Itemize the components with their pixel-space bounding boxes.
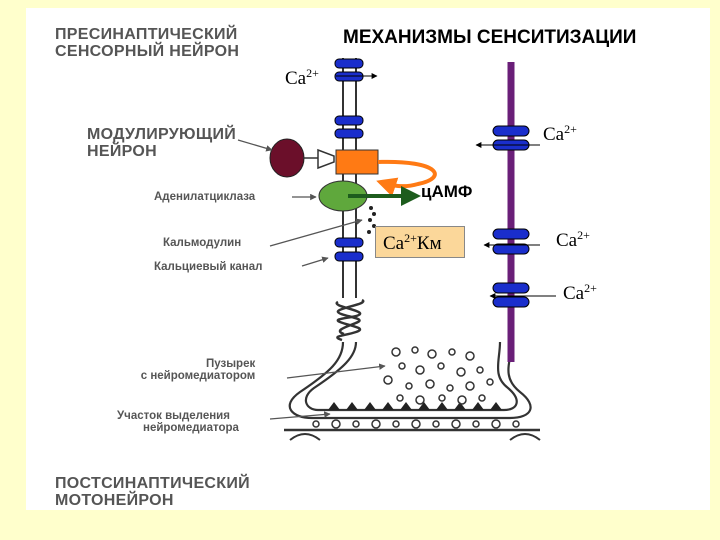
ca-ion-top-charge: 2+ <box>306 66 319 80</box>
diagram-title: МЕХАНИЗМЫ СЕНСИТИЗАЦИИ <box>343 27 637 48</box>
ca-calmodulin-label: Ca2+Км <box>383 231 442 255</box>
receptor <box>335 149 379 175</box>
ca-ion-top-base: Ca <box>285 68 307 89</box>
calcium-channels-presynaptic <box>334 58 364 262</box>
vesicle-label-line2: с нейромедиатором <box>140 370 256 383</box>
ca-calmodulin-box: Ca2+Км <box>375 226 465 258</box>
modulating-label-line2: НЕЙРОН <box>87 142 157 160</box>
ca-calmodulin-charge: 2+ <box>404 231 417 245</box>
release-site-label: Участок выделения нейромедиатора <box>117 410 239 434</box>
ca-ion-right-3-base: Ca <box>563 283 585 304</box>
adenylate-cyclase-label: Аденилатциклаза <box>154 191 256 203</box>
vesicles <box>312 346 520 429</box>
presynaptic-label-line2: СЕНСОРНЫЙ НЕЙРОН <box>55 42 240 60</box>
ca-ion-right-1: Ca2+ <box>543 122 577 146</box>
vesicle-label: Пузырек с нейромедиатором <box>141 358 256 382</box>
ca-ion-right-2: Ca2+ <box>556 228 590 252</box>
axon-coil <box>335 298 365 342</box>
calcium-channel-label: Кальциевый канал <box>154 261 263 273</box>
ca-ion-right-1-base: Ca <box>543 124 565 145</box>
calcium-channels-modulating <box>492 125 530 308</box>
presynaptic-label: ПРЕСИНАПТИЧЕСКИЙ СЕНСОРНЫЙ НЕЙРОН <box>55 26 240 61</box>
presynaptic-label-line1: ПРЕСИНАПТИЧЕСКИЙ <box>55 26 238 43</box>
presynaptic-terminal <box>284 341 541 441</box>
ca-ion-right-1-charge: 2+ <box>564 122 577 136</box>
ca-ion-right-3-charge: 2+ <box>584 281 597 295</box>
vesicle-label-line1: Пузырек <box>206 358 256 370</box>
ca-calmodulin-base: Ca <box>383 233 405 254</box>
calmodulin-dots <box>367 206 376 234</box>
ca-ion-right-2-charge: 2+ <box>577 228 590 242</box>
modulating-neuron <box>269 138 335 178</box>
presynaptic-axon <box>342 58 357 298</box>
postsynaptic-label: ПОСТСИНАПТИЧЕСКИЙ МОТОНЕЙРОН <box>55 475 250 510</box>
ion-arrows <box>336 73 556 299</box>
label-pointers <box>237 139 386 420</box>
postsynaptic-label-line1: ПОСТСИНАПТИЧЕСКИЙ <box>55 475 250 492</box>
activation-arrow <box>376 159 437 197</box>
modulating-label-line1: МОДУЛИРУЮЩИЙ <box>87 126 237 143</box>
ca-ion-top: Ca2+ <box>285 66 319 90</box>
ca-calmodulin-suffix: Км <box>416 233 442 254</box>
release-site-label-line1: Участок выделения <box>117 410 230 422</box>
ca-ion-right-2-base: Ca <box>556 230 578 251</box>
calmodulin-label: Кальмодулин <box>163 237 242 249</box>
camp-label: цАМФ <box>421 182 473 201</box>
release-sites <box>328 402 502 410</box>
modulating-label: МОДУЛИРУЮЩИЙ НЕЙРОН <box>87 126 237 161</box>
diagram-panel <box>26 8 710 510</box>
postsynaptic-label-line2: МОТОНЕЙРОН <box>55 491 174 509</box>
release-site-label-line2: нейромедиатора <box>143 422 239 435</box>
ca-ion-right-3: Ca2+ <box>563 281 597 305</box>
